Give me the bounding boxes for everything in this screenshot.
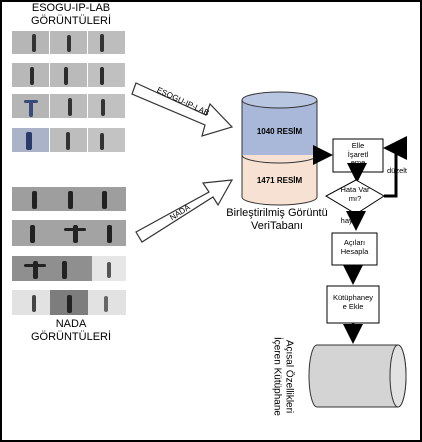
esogu-photo: [50, 128, 87, 152]
nada-photo: [12, 187, 126, 211]
esogu-title: ESOGU-IP-LAB GÖRÜNTÜLERİ: [14, 2, 128, 27]
no-label: hayır: [334, 217, 364, 226]
library-line2: e Ekle: [327, 303, 379, 312]
decision-text: Hata Var mı?: [326, 186, 384, 203]
output-line1: Açısal Özellikleri: [283, 312, 295, 442]
esogu-arrow: [132, 83, 232, 136]
esogu-photo: [50, 63, 87, 87]
db-caption: Birleştirilmiş Görüntü VeriTabanı: [212, 207, 342, 232]
esogu-photo: [88, 31, 125, 54]
nada-title-line1: NADA: [14, 318, 128, 331]
nada-photo: [12, 220, 126, 246]
nada-photo: [12, 290, 126, 315]
db-bottom-count: 1471 RESİM: [242, 176, 317, 185]
angles-text: Açıları Hesapla: [332, 239, 377, 256]
manual-mark-line3: eme: [333, 159, 383, 168]
nada-title: NADA GÖRÜNTÜLERİ: [14, 318, 128, 343]
output-line2: İçeren Kütüphane: [272, 312, 284, 442]
merged-database-cylinder: [242, 92, 317, 205]
esogu-photo: [50, 94, 87, 118]
decision-line2: mı?: [326, 195, 384, 204]
db-caption-line1: Birleştirilmiş Görüntü: [212, 207, 342, 220]
esogu-photo: [88, 128, 125, 152]
esogu-photo: [12, 128, 49, 152]
esogu-photo: [88, 94, 125, 118]
manual-mark-text: Elle İşaretl eme: [333, 142, 383, 168]
angles-line2: Hesapla: [332, 248, 377, 257]
esogu-photo: [12, 31, 49, 54]
nada-photo: [12, 256, 126, 281]
esogu-photo: [50, 31, 87, 54]
esogu-photo: [88, 63, 125, 87]
output-library-cylinder: [309, 345, 406, 407]
esogu-photo: [12, 94, 49, 118]
library-text: Kütüphaney e Ekle: [327, 294, 379, 311]
esogu-photo: [12, 63, 49, 87]
nada-title-line2: GÖRÜNTÜLERİ: [14, 331, 128, 344]
fix-label: düzelt: [383, 167, 411, 176]
esogu-title-line2: GÖRÜNTÜLERİ: [14, 15, 128, 28]
db-caption-line2: VeriTabanı: [212, 220, 342, 233]
esogu-title-line1: ESOGU-IP-LAB: [14, 2, 128, 15]
db-top-count: 1040 RESİM: [242, 127, 317, 136]
output-library-label: Açısal Özellikleri İçeren Kütüphane: [272, 312, 295, 442]
